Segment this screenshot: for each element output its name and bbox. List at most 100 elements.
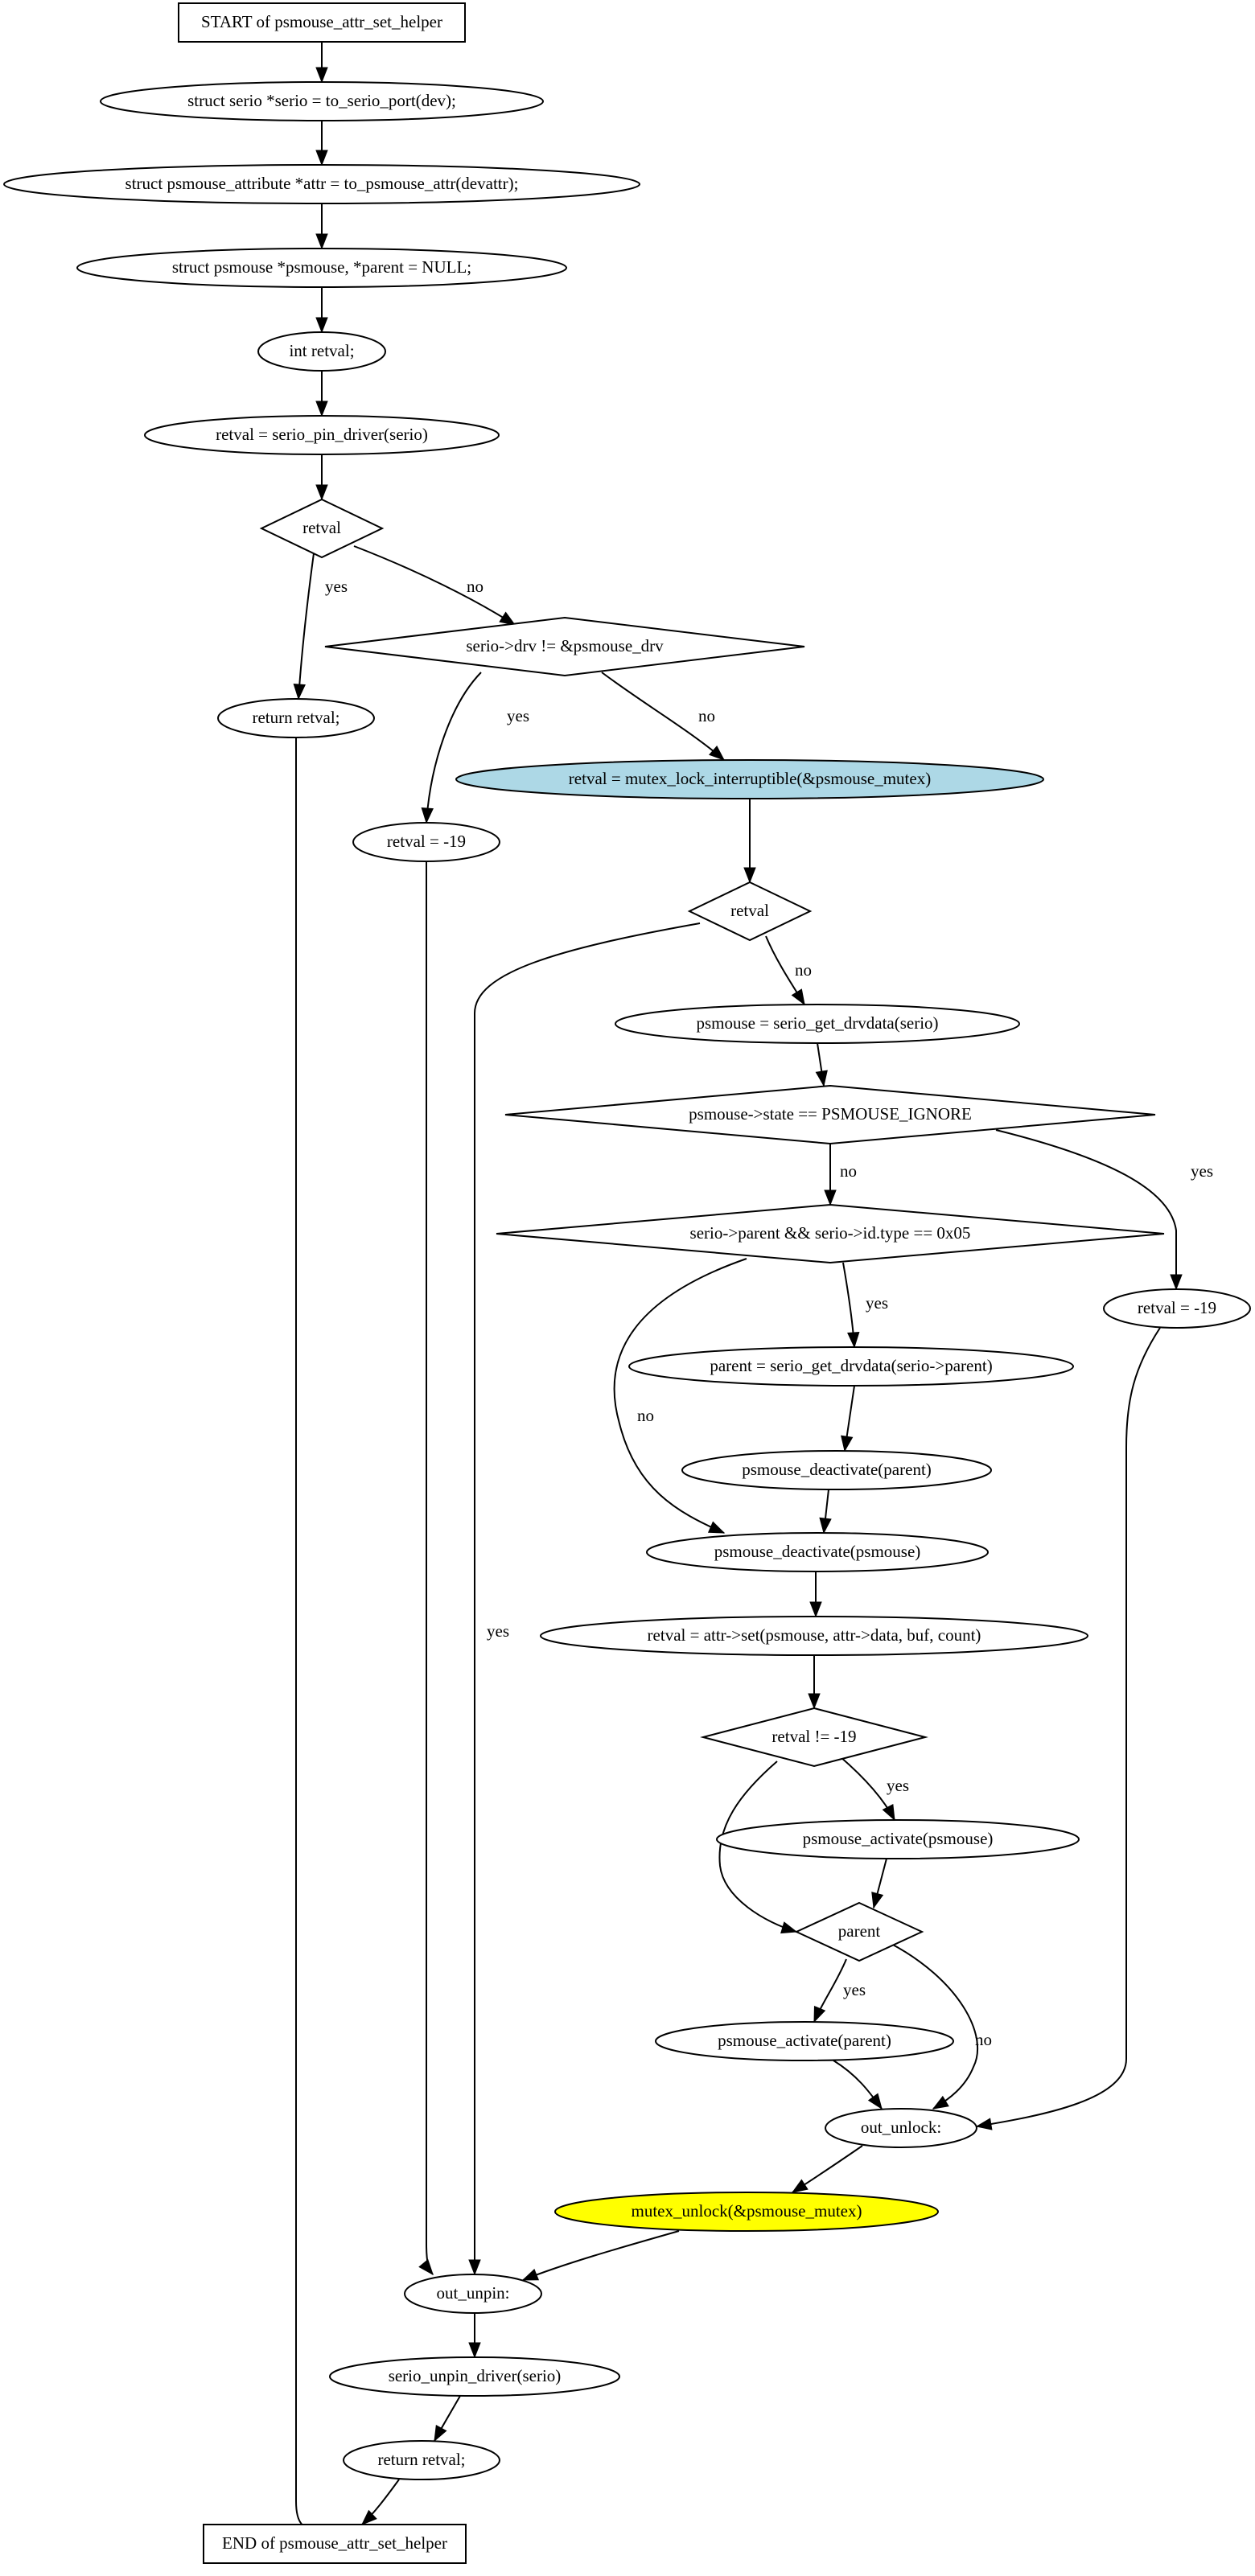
- ellipse-shape: [217, 698, 375, 738]
- edge-parent_get-to-deact_parent: [841, 1385, 855, 1452]
- node-act_psmouse: psmouse_activate(psmouse): [716, 1819, 1080, 1859]
- ellipse-shape: [455, 759, 1044, 799]
- node-label: retval != -19: [772, 1727, 856, 1746]
- edge-pin_driver-to-if_retval1: [315, 454, 328, 501]
- node-label: psmouse_activate(psmouse): [803, 1829, 994, 1848]
- arrowhead: [315, 233, 328, 250]
- edge-line: [976, 1327, 1161, 2127]
- edge-line: [426, 672, 482, 824]
- arrowhead: [975, 2118, 993, 2130]
- diamond-shape: [687, 881, 813, 942]
- arrowhead: [809, 1601, 822, 1618]
- edge-if_drv-to-retval_19a: yes: [421, 672, 529, 824]
- edge-act_psmouse-to-if_parent: [871, 1858, 887, 1909]
- diamond-shape: [700, 1707, 928, 1768]
- arrowhead: [468, 2342, 481, 2359]
- edge-unpin_driver-to-return2: [434, 2395, 461, 2442]
- node-label: serio_unpin_driver(serio): [389, 2366, 562, 2385]
- node-serio_decl: struct serio *serio = to_serio_port(dev)…: [100, 81, 544, 121]
- edge-if_retval1-to-return1: yes: [293, 553, 348, 700]
- edge-if_retval1-to-if_drv: no: [353, 545, 516, 626]
- edge-label-no: no: [467, 577, 483, 596]
- diamond-shape: [794, 1901, 924, 1962]
- edge-get_drvdata-to-if_state: [815, 1042, 828, 1087]
- edge-label-yes: yes: [843, 1980, 866, 1999]
- edge-retval_19a-to-out_unpin: [418, 861, 434, 2276]
- ellipse-shape: [404, 2274, 542, 2314]
- arrowhead: [932, 2095, 949, 2110]
- node-label: parent: [838, 1921, 881, 1941]
- ellipse-shape: [615, 1004, 1020, 1044]
- edge-label-yes: yes: [487, 1621, 509, 1641]
- node-label: END of psmouse_attr_set_helper: [222, 2533, 447, 2553]
- edge-if_parent-to-act_parent: yes: [813, 1958, 866, 2023]
- diamond-shape: [504, 1084, 1156, 1145]
- edge-label-yes: yes: [507, 706, 529, 725]
- arrowhead: [867, 2093, 883, 2110]
- arrowhead: [847, 1332, 860, 1349]
- arrowhead: [315, 150, 328, 166]
- arrowhead: [780, 1921, 798, 1934]
- edge-out_unpin-to-unpin_driver: [468, 2313, 481, 2359]
- node-label: retval = -19: [1138, 1298, 1216, 1317]
- arrowhead: [815, 1070, 828, 1087]
- edge-line: [474, 922, 701, 2274]
- edge-attr_decl-to-psmouse_decl: [315, 203, 328, 250]
- node-label: retval = attr->set(psmouse, attr->data, …: [648, 1625, 981, 1645]
- arrowhead: [808, 1693, 821, 1710]
- node-deact_parent: psmouse_deactivate(parent): [681, 1450, 992, 1490]
- edge-line: [353, 545, 516, 626]
- node-if_drv: serio->drv != &psmouse_drv: [324, 616, 805, 677]
- edge-return1-to-end: [295, 737, 315, 2539]
- node-label: retval = -19: [387, 832, 466, 851]
- arrowhead: [841, 1435, 854, 1452]
- edge-label-no: no: [637, 1406, 654, 1425]
- box-shape: [203, 2524, 467, 2564]
- edges: yesnoyesnoyesnonoyesyesnoyesnoyesno: [293, 42, 1213, 2539]
- node-label: retval = serio_pin_driver(serio): [216, 425, 428, 444]
- node-attr_set: retval = attr->set(psmouse, attr->data, …: [540, 1616, 1088, 1656]
- node-label: struct psmouse *psmouse, *parent = NULL;: [172, 257, 471, 277]
- node-deact_psmouse: psmouse_deactivate(psmouse): [646, 1532, 989, 1572]
- edge-return2-to-end: [360, 2479, 400, 2525]
- ellipse-shape: [825, 2108, 977, 2148]
- edge-label-no: no: [975, 2030, 992, 2049]
- ellipse-shape: [343, 2440, 500, 2480]
- node-label: psmouse_deactivate(psmouse): [714, 1542, 921, 1561]
- node-psmouse_decl: struct psmouse *psmouse, *parent = NULL;: [76, 248, 567, 288]
- arrowhead: [791, 2179, 809, 2193]
- ellipse-shape: [646, 1532, 989, 1572]
- node-act_parent: psmouse_activate(parent): [655, 2021, 954, 2061]
- arrowhead: [499, 611, 516, 626]
- node-label: return retval;: [377, 2450, 465, 2469]
- edge-label-no: no: [840, 1161, 857, 1181]
- ellipse-shape: [329, 2356, 620, 2397]
- node-return2: return retval;: [343, 2440, 500, 2480]
- arrowhead: [824, 1189, 837, 1206]
- node-unpin_driver: serio_unpin_driver(serio): [329, 2356, 620, 2397]
- edge-line: [295, 737, 315, 2529]
- edge-line: [601, 672, 725, 761]
- node-label: int retval;: [289, 341, 354, 360]
- node-label: psmouse = serio_get_drvdata(serio): [696, 1013, 938, 1033]
- edge-if_drv-to-mutex_lock: no: [601, 672, 726, 761]
- arrowhead: [707, 1521, 726, 1534]
- node-out_unlock: out_unlock:: [825, 2108, 977, 2148]
- node-label: parent = serio_get_drvdata(serio->parent…: [710, 1356, 992, 1375]
- node-return1: return retval;: [217, 698, 375, 738]
- node-if_parent: parent: [794, 1901, 924, 1962]
- edge-retval_19b-to-out_unlock: [975, 1327, 1161, 2130]
- arrowhead: [791, 988, 805, 1006]
- edge-psmouse_decl-to-retval_decl: [315, 287, 328, 334]
- arrowhead: [418, 2258, 434, 2276]
- edge-line: [995, 1129, 1177, 1289]
- arrowhead: [882, 1804, 895, 1822]
- node-label: out_unpin:: [436, 2283, 509, 2303]
- arrowhead: [708, 745, 726, 761]
- ellipse-shape: [100, 81, 544, 121]
- edge-line: [613, 1258, 747, 1534]
- diamond-shape: [259, 498, 385, 559]
- edge-if_retval3-to-act_psmouse: yes: [839, 1756, 909, 1822]
- ellipse-shape: [352, 822, 500, 862]
